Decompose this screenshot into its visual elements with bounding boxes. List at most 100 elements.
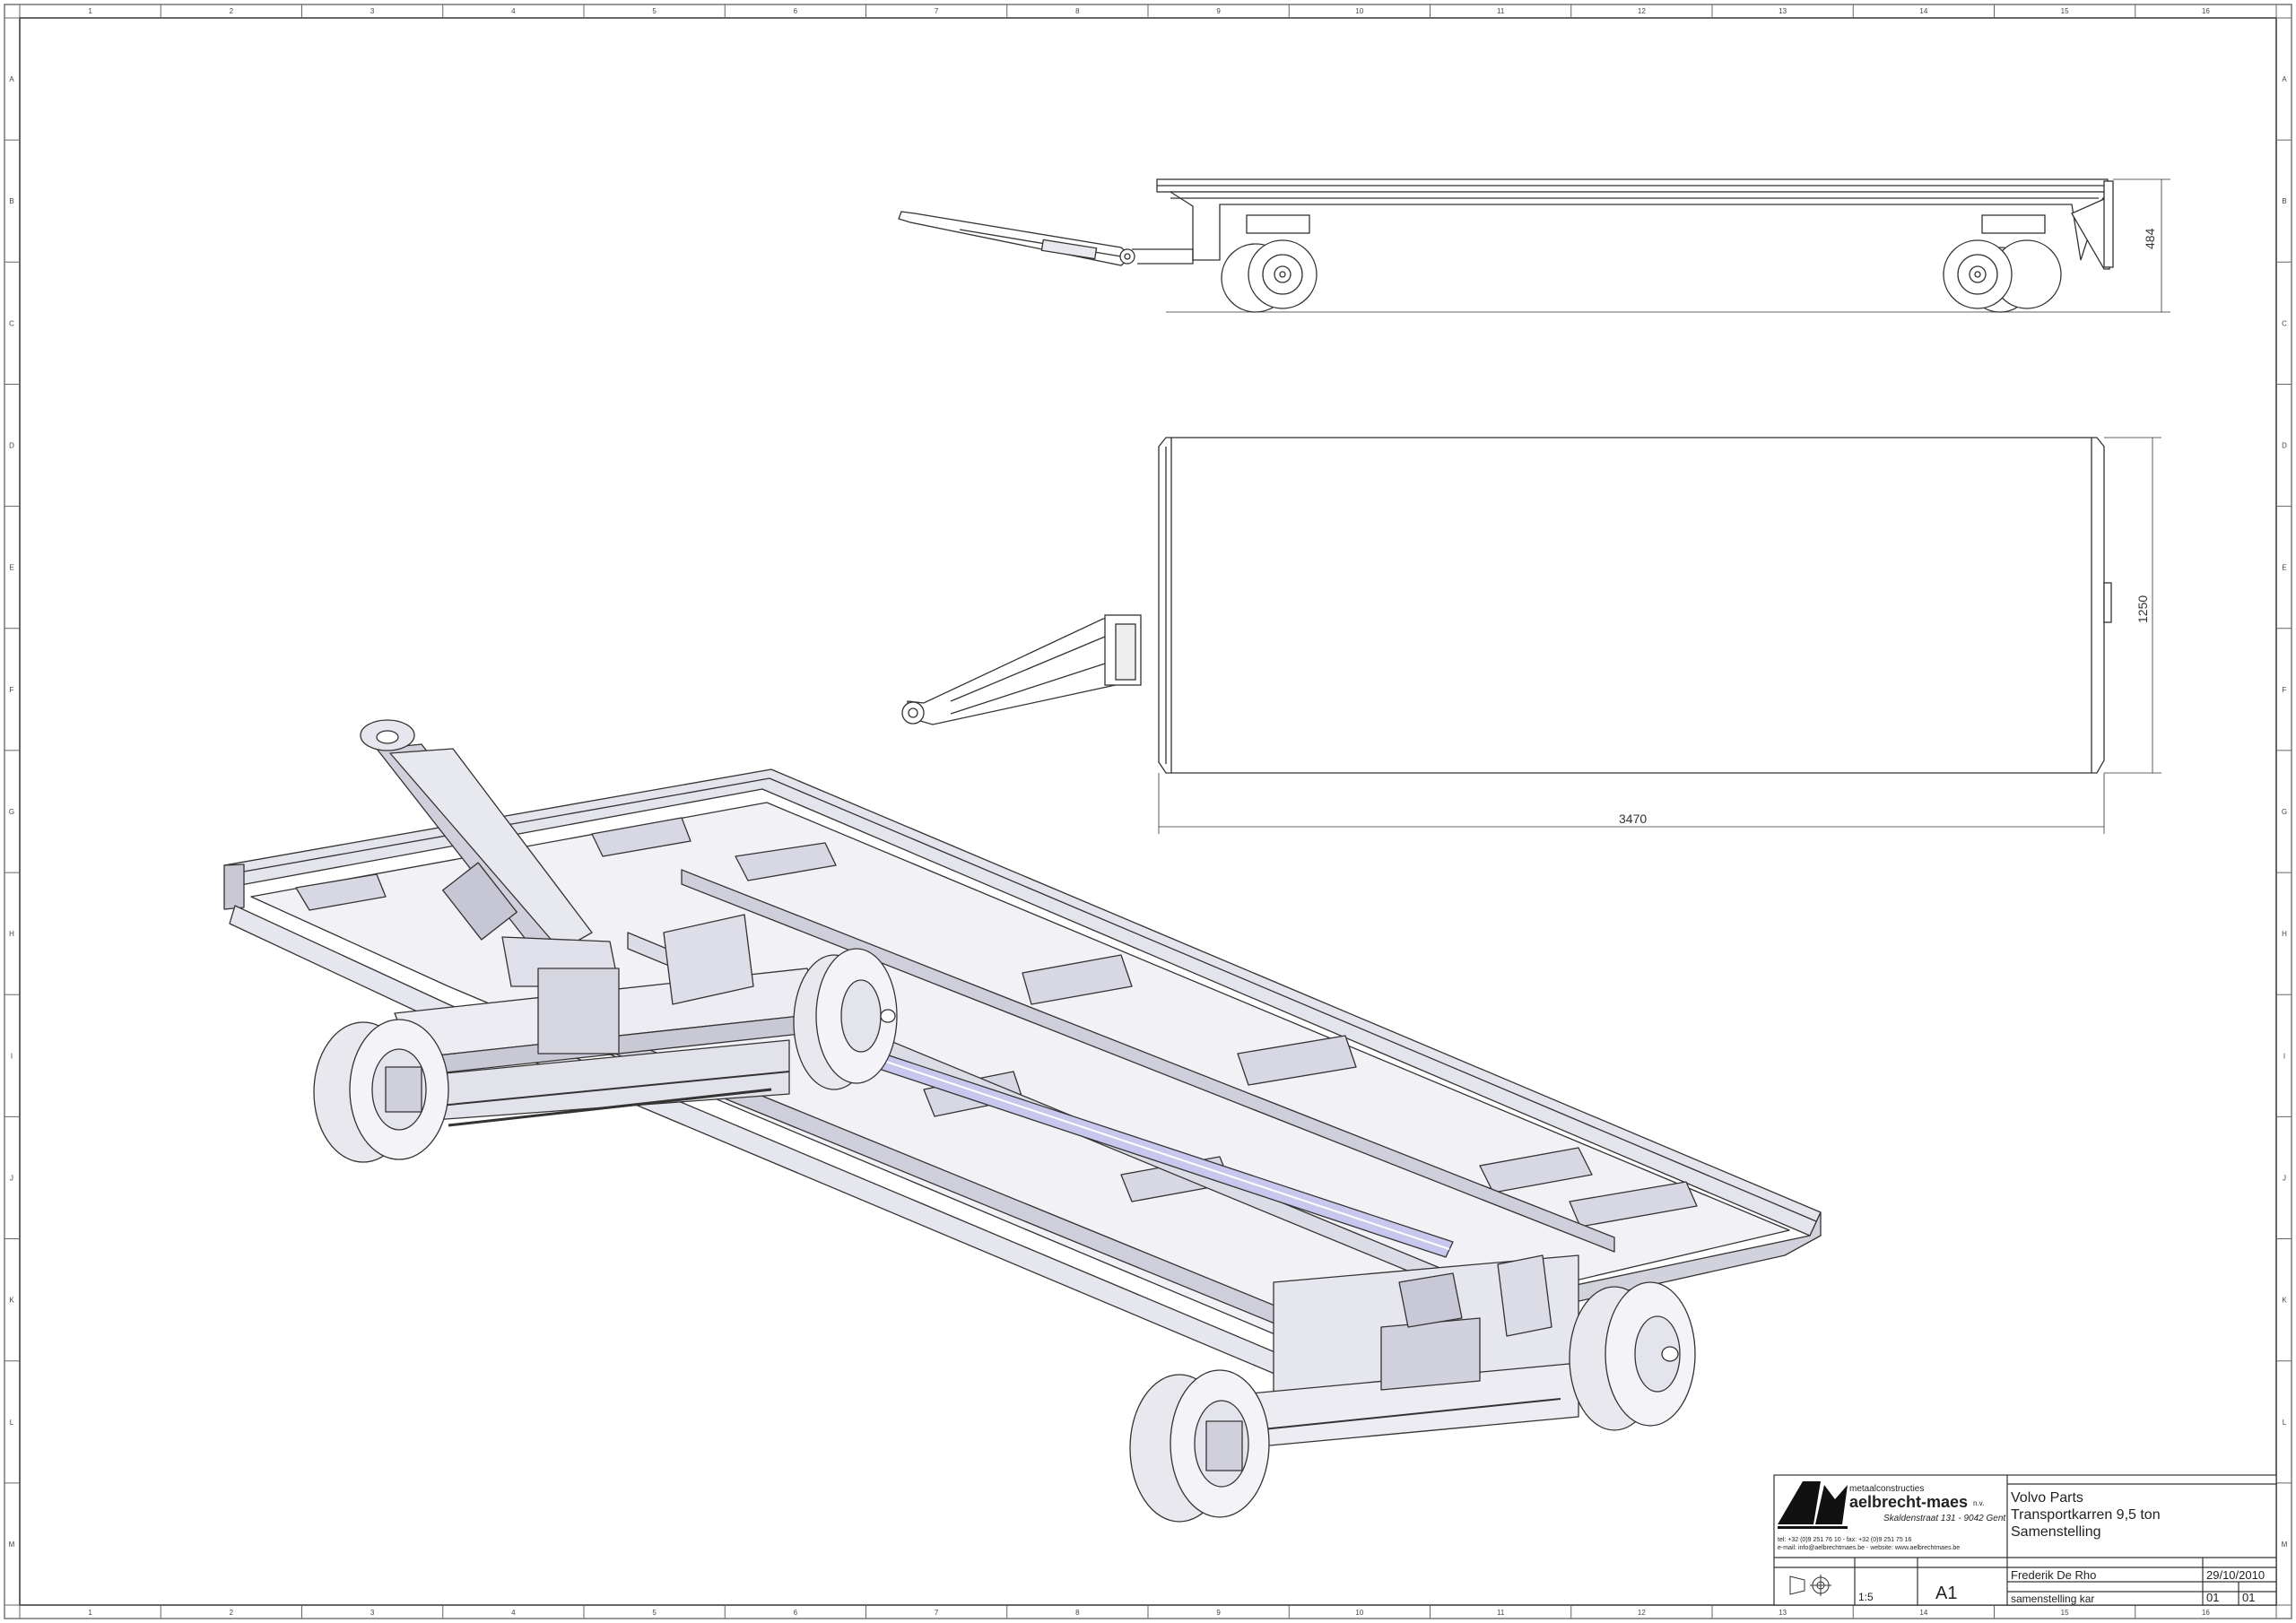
zone-row-label: B	[2282, 197, 2286, 205]
zone-column-label: 2	[230, 1609, 234, 1617]
zone-row-label: C	[9, 319, 14, 327]
side-view	[898, 178, 2170, 313]
side-front-wheel	[1221, 214, 1318, 313]
revision: 01	[2206, 1591, 2220, 1604]
zone-column-label: 10	[1355, 7, 1363, 15]
zone-column-label: 10	[1355, 1609, 1363, 1617]
zone-row-label: G	[2282, 808, 2287, 816]
zone-column-label: 16	[2202, 1609, 2210, 1617]
zone-grid	[4, 4, 2292, 1619]
outer-border	[4, 4, 2292, 1619]
zone-column-label: 12	[1638, 1609, 1646, 1617]
paper-format: A1	[1935, 1584, 1958, 1603]
iso-front-left-wheel	[313, 1019, 449, 1163]
zone-column-label: 3	[370, 1609, 375, 1617]
zone-row-label: L	[10, 1419, 14, 1427]
zone-row-label: M	[2282, 1541, 2288, 1549]
zone-column-label: 9	[1216, 7, 1221, 15]
zone-column-label: 13	[1779, 1609, 1787, 1617]
company-name: aelbrecht-maes	[1849, 1493, 1969, 1511]
drawing-date: 29/10/2010	[2206, 1568, 2266, 1582]
zone-column-label: 13	[1779, 7, 1787, 15]
iso-rear-axle	[1192, 1254, 1579, 1454]
top-view	[901, 437, 2161, 834]
zone-column-label: 4	[511, 7, 516, 15]
zone-column-label: 15	[2061, 1609, 2069, 1617]
contact-line-2: e-mail: info@aelbrechtmaes.be - website:…	[1778, 1545, 1961, 1551]
company-suffix: n.v.	[1973, 1499, 1985, 1507]
zone-row-label: K	[9, 1297, 14, 1305]
zone-column-label: 1	[88, 7, 92, 15]
zone-column-label: 9	[1216, 1609, 1221, 1617]
zone-row-label: J	[10, 1174, 13, 1182]
zone-column-label: 14	[1919, 7, 1927, 15]
iso-rear-left-wheel	[1129, 1369, 1270, 1523]
top-deck	[1158, 437, 2105, 774]
company-logo	[1778, 1481, 1848, 1529]
zone-column-label: 1	[88, 1609, 92, 1617]
iso-front-axle	[394, 914, 826, 1127]
zone-labels: 1122334455667788991010111112121313141415…	[9, 7, 2288, 1617]
projection-symbol-icon	[1789, 1575, 1831, 1596]
zone-row-label: A	[2282, 75, 2287, 83]
zone-column-label: 12	[1638, 7, 1646, 15]
zone-column-label: 2	[230, 7, 234, 15]
contact-line-1: tel: +32 (0)9 251 76 10 - fax: +32 (0)9 …	[1778, 1537, 1912, 1543]
zone-row-label: F	[2283, 686, 2287, 694]
top-tow-eye	[901, 701, 925, 725]
zone-row-label: H	[9, 930, 14, 938]
isometric-view	[223, 719, 1822, 1523]
side-rear-wheel	[1943, 214, 2062, 313]
zone-row-label: C	[2282, 319, 2287, 327]
zone-row-label: E	[2282, 564, 2286, 572]
inner-border	[19, 17, 2277, 1606]
zone-row-label: I	[11, 1052, 13, 1060]
zone-row-label: A	[9, 75, 14, 83]
drawn-by: Frederik De Rho	[2011, 1568, 2097, 1582]
title-line-3: Samenstelling	[2011, 1524, 2101, 1540]
zone-column-label: 7	[935, 7, 939, 15]
zone-column-label: 11	[1497, 7, 1505, 15]
zone-row-label: J	[2283, 1174, 2286, 1182]
zone-column-label: 6	[794, 7, 798, 15]
zone-row-label: M	[9, 1541, 15, 1549]
company-small-label: metaalconstructies	[1849, 1484, 1925, 1494]
zone-row-label: L	[2283, 1419, 2287, 1427]
zone-row-label: K	[2282, 1297, 2287, 1305]
dim-3470: 3470	[1619, 812, 1647, 826]
zone-row-label: D	[2282, 442, 2287, 450]
dim-484: 484	[2143, 228, 2157, 249]
zone-column-label: 15	[2061, 7, 2069, 15]
zone-column-label: 5	[652, 7, 657, 15]
zone-column-label: 3	[370, 7, 375, 15]
zone-column-label: 7	[935, 1609, 939, 1617]
sheet-number: 01	[2242, 1591, 2256, 1604]
zone-row-label: I	[2283, 1052, 2285, 1060]
title-line-2: Transportkarren 9,5 ton	[2011, 1507, 2161, 1523]
zone-column-label: 8	[1075, 7, 1080, 15]
dim-1250: 1250	[2135, 595, 2150, 623]
zone-column-label: 4	[511, 1609, 516, 1617]
zone-row-label: G	[9, 808, 14, 816]
drawing-scale: 1:5	[1858, 1591, 1874, 1603]
zone-row-label: E	[9, 564, 13, 572]
zone-column-label: 6	[794, 1609, 798, 1617]
iso-front-right-wheel	[793, 948, 898, 1090]
company-address: Skaldenstraat 131 - 9042 Gent	[1883, 1514, 2006, 1523]
title-block-frame	[1773, 1474, 2277, 1606]
zone-column-label: 14	[1919, 1609, 1927, 1617]
zone-row-label: B	[9, 197, 13, 205]
zone-column-label: 8	[1075, 1609, 1080, 1617]
zone-column-label: 16	[2202, 7, 2210, 15]
drawing-name: samenstelling kar	[2011, 1593, 2095, 1605]
title-line-1: Volvo Parts	[2011, 1490, 2083, 1506]
zone-row-label: H	[2282, 930, 2287, 938]
top-tow-bar	[907, 618, 1133, 725]
iso-rear-right-wheel	[1569, 1281, 1696, 1431]
side-tow-pin	[1119, 248, 1135, 265]
zone-row-label: D	[9, 442, 14, 450]
zone-row-label: F	[10, 686, 14, 694]
zone-column-label: 5	[652, 1609, 657, 1617]
zone-column-label: 11	[1497, 1609, 1505, 1617]
